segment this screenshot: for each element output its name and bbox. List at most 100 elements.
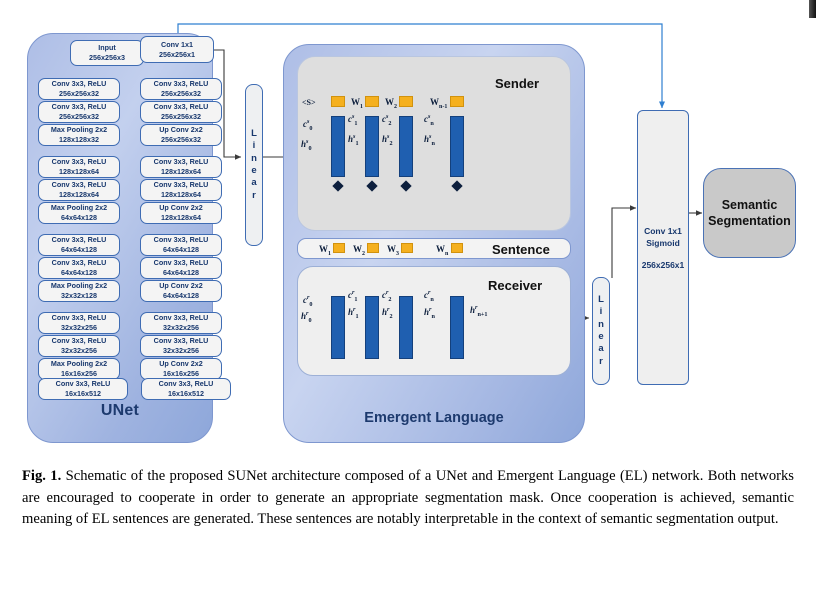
node-line1: Conv 1x1: [161, 39, 193, 49]
unet-node-input[interactable]: Input 256x256x3: [70, 40, 144, 66]
unet-node-dec-5[interactable]: Conv 3x3, ReLU 128x128x64: [140, 179, 222, 201]
receiver-label: Receiver: [488, 278, 543, 293]
node-line1: Conv 3x3, ReLU: [51, 180, 107, 190]
linear-letter-2: n: [251, 152, 257, 164]
node-line2: 128x128x64: [59, 190, 99, 199]
node-line2: 32x32x256: [61, 323, 97, 332]
unet-node-dec-11[interactable]: Conv 3x3, ReLU 32x32x256: [140, 335, 222, 357]
unet-node-enc-6[interactable]: Max Pooling 2x2 64x64x128: [38, 202, 120, 224]
unet-node-bottleneck-right[interactable]: Conv 3x3, ReLU 16x16x512: [141, 378, 231, 400]
receiver-rnn-cell-2[interactable]: [365, 296, 379, 359]
node-line1: Conv 3x3, ReLU: [153, 180, 209, 190]
unet-node-enc-7[interactable]: Conv 3x3, ReLU 64x64x128: [38, 234, 120, 256]
sentence-token-label-4: Wn: [436, 244, 449, 257]
unet-node-enc-10[interactable]: Conv 3x3, ReLU 32x32x256: [38, 312, 120, 334]
sender-token-label-3: Wn-1: [430, 97, 448, 110]
unet-node-bottleneck-left[interactable]: Conv 3x3, ReLU 16x16x512: [38, 378, 128, 400]
unet-node-dec-9[interactable]: Up Conv 2x2 64x64x128: [140, 280, 222, 302]
unet-node-dec-3[interactable]: Up Conv 2x2 256x256x32: [140, 124, 222, 146]
sender-c-label-2: cs2: [382, 113, 392, 127]
sender-token-square-2[interactable]: [399, 96, 413, 107]
unet-node-dec-2[interactable]: Conv 3x3, ReLU 256x256x32: [140, 101, 222, 123]
node-line1: Up Conv 2x2: [159, 359, 203, 369]
unet-node-dec-8[interactable]: Conv 3x3, ReLU 64x64x128: [140, 257, 222, 279]
linear-block-right[interactable]: L i n e a r: [592, 277, 610, 385]
unet-node-enc-1[interactable]: Conv 3x3, ReLU 256x256x32: [38, 78, 120, 100]
conv-sigmoid-line3: 256x256x1: [641, 259, 685, 270]
unet-node-conv1x1[interactable]: Conv 1x1 256x256x1: [140, 36, 214, 63]
sender-token-label-1: W1: [351, 97, 363, 110]
receiver-rnn-cell-1[interactable]: [331, 296, 345, 359]
node-line1: Conv 3x3, ReLU: [51, 157, 107, 167]
semantic-segmentation-line1: Semantic: [721, 198, 778, 212]
unet-node-enc-9[interactable]: Max Pooling 2x2 32x32x128: [38, 280, 120, 302]
node-line1: Up Conv 2x2: [159, 281, 203, 291]
receiver-c-label-3: crn: [424, 289, 434, 303]
sender-c-label-3: csn: [424, 113, 434, 127]
sentence-token-square-4[interactable]: [451, 243, 463, 253]
node-line2: 64x64x128: [61, 213, 97, 222]
receiver-rnn-cell-4[interactable]: [450, 296, 464, 359]
node-line1: Max Pooling 2x2: [50, 359, 108, 369]
linear-letter-3: e: [251, 165, 257, 176]
sender-rnn-cell-2[interactable]: [365, 116, 379, 177]
node-line2: 16x16x256: [163, 369, 199, 378]
conv1x1-sigmoid-block[interactable]: Conv 1x1 Sigmoid 256x256x1: [637, 110, 689, 385]
linear-letter-0: L: [598, 293, 604, 305]
receiver-h-input-label: hr0: [301, 310, 312, 324]
sentence-panel: [297, 238, 571, 259]
caption-text: Schematic of the proposed SUNet architec…: [22, 468, 794, 527]
unet-node-enc-4[interactable]: Conv 3x3, ReLU 128x128x64: [38, 156, 120, 178]
node-line2: 64x64x128: [163, 291, 199, 300]
unet-node-enc-2[interactable]: Conv 3x3, ReLU 256x256x32: [38, 101, 120, 123]
node-line2: 256x256x32: [59, 112, 99, 121]
node-line2: 128x128x64: [161, 213, 201, 222]
receiver-h-label-3: hrn: [424, 306, 435, 320]
semantic-segmentation-line2: Segmentation: [708, 214, 791, 228]
node-line2: 256x256x3: [89, 53, 125, 62]
sentence-token-label-3: W3: [387, 244, 399, 257]
sender-start-token-label: <S>: [302, 98, 316, 107]
node-line2: 128x128x64: [161, 167, 201, 176]
linear-block-left[interactable]: L i n e a r: [245, 84, 263, 246]
sender-h-input-label: hs0: [301, 138, 312, 152]
unet-node-dec-4[interactable]: Conv 3x3, ReLU 128x128x64: [140, 156, 222, 178]
sender-token-square-start[interactable]: [331, 96, 345, 107]
unet-node-enc-8[interactable]: Conv 3x3, ReLU 64x64x128: [38, 257, 120, 279]
node-line1: Conv 3x3, ReLU: [153, 102, 209, 112]
unet-node-enc-12[interactable]: Max Pooling 2x2 16x16x256: [38, 358, 120, 380]
node-line2: 32x32x128: [61, 291, 97, 300]
unet-node-enc-3[interactable]: Max Pooling 2x2 128x128x32: [38, 124, 120, 146]
unet-node-enc-5[interactable]: Conv 3x3, ReLU 128x128x64: [38, 179, 120, 201]
sender-h-label-3: hsn: [424, 133, 435, 147]
unet-node-dec-12[interactable]: Up Conv 2x2 16x16x256: [140, 358, 222, 380]
node-line2: 256x256x32: [59, 89, 99, 98]
unet-node-dec-1[interactable]: Conv 3x3, ReLU 256x256x32: [140, 78, 222, 100]
sender-token-square-1[interactable]: [365, 96, 379, 107]
node-line1: Conv 3x3, ReLU: [51, 79, 107, 89]
unet-node-dec-10[interactable]: Conv 3x3, ReLU 32x32x256: [140, 312, 222, 334]
unet-node-dec-7[interactable]: Conv 3x3, ReLU 64x64x128: [140, 234, 222, 256]
unet-node-enc-11[interactable]: Conv 3x3, ReLU 32x32x256: [38, 335, 120, 357]
sentence-token-square-3[interactable]: [401, 243, 413, 253]
conv-sigmoid-line2: Sigmoid: [646, 237, 680, 248]
unet-node-dec-6[interactable]: Up Conv 2x2 128x128x64: [140, 202, 222, 224]
node-line1: Conv 3x3, ReLU: [153, 336, 209, 346]
sentence-token-square-1[interactable]: [333, 243, 345, 253]
semantic-segmentation-block[interactable]: Semantic Segmentation: [703, 168, 796, 258]
figure-caption: Fig. 1. Schematic of the proposed SUNet …: [22, 466, 794, 531]
sentence-token-square-2[interactable]: [367, 243, 379, 253]
node-line1: Max Pooling 2x2: [50, 125, 108, 135]
node-line1: Up Conv 2x2: [159, 203, 203, 213]
node-line2: 32x32x256: [163, 323, 199, 332]
unet-title: UNet: [100, 402, 140, 419]
node-line1: Input: [98, 43, 116, 53]
node-line1: Conv 3x3, ReLU: [51, 313, 107, 323]
receiver-c-label-2: cr2: [382, 289, 392, 303]
sender-rnn-cell-1[interactable]: [331, 116, 345, 177]
sender-rnn-cell-4[interactable]: [450, 116, 464, 177]
sender-rnn-cell-3[interactable]: [399, 116, 413, 177]
receiver-rnn-cell-3[interactable]: [399, 296, 413, 359]
sender-token-square-3[interactable]: [450, 96, 464, 107]
linear-letter-0: L: [251, 127, 257, 139]
